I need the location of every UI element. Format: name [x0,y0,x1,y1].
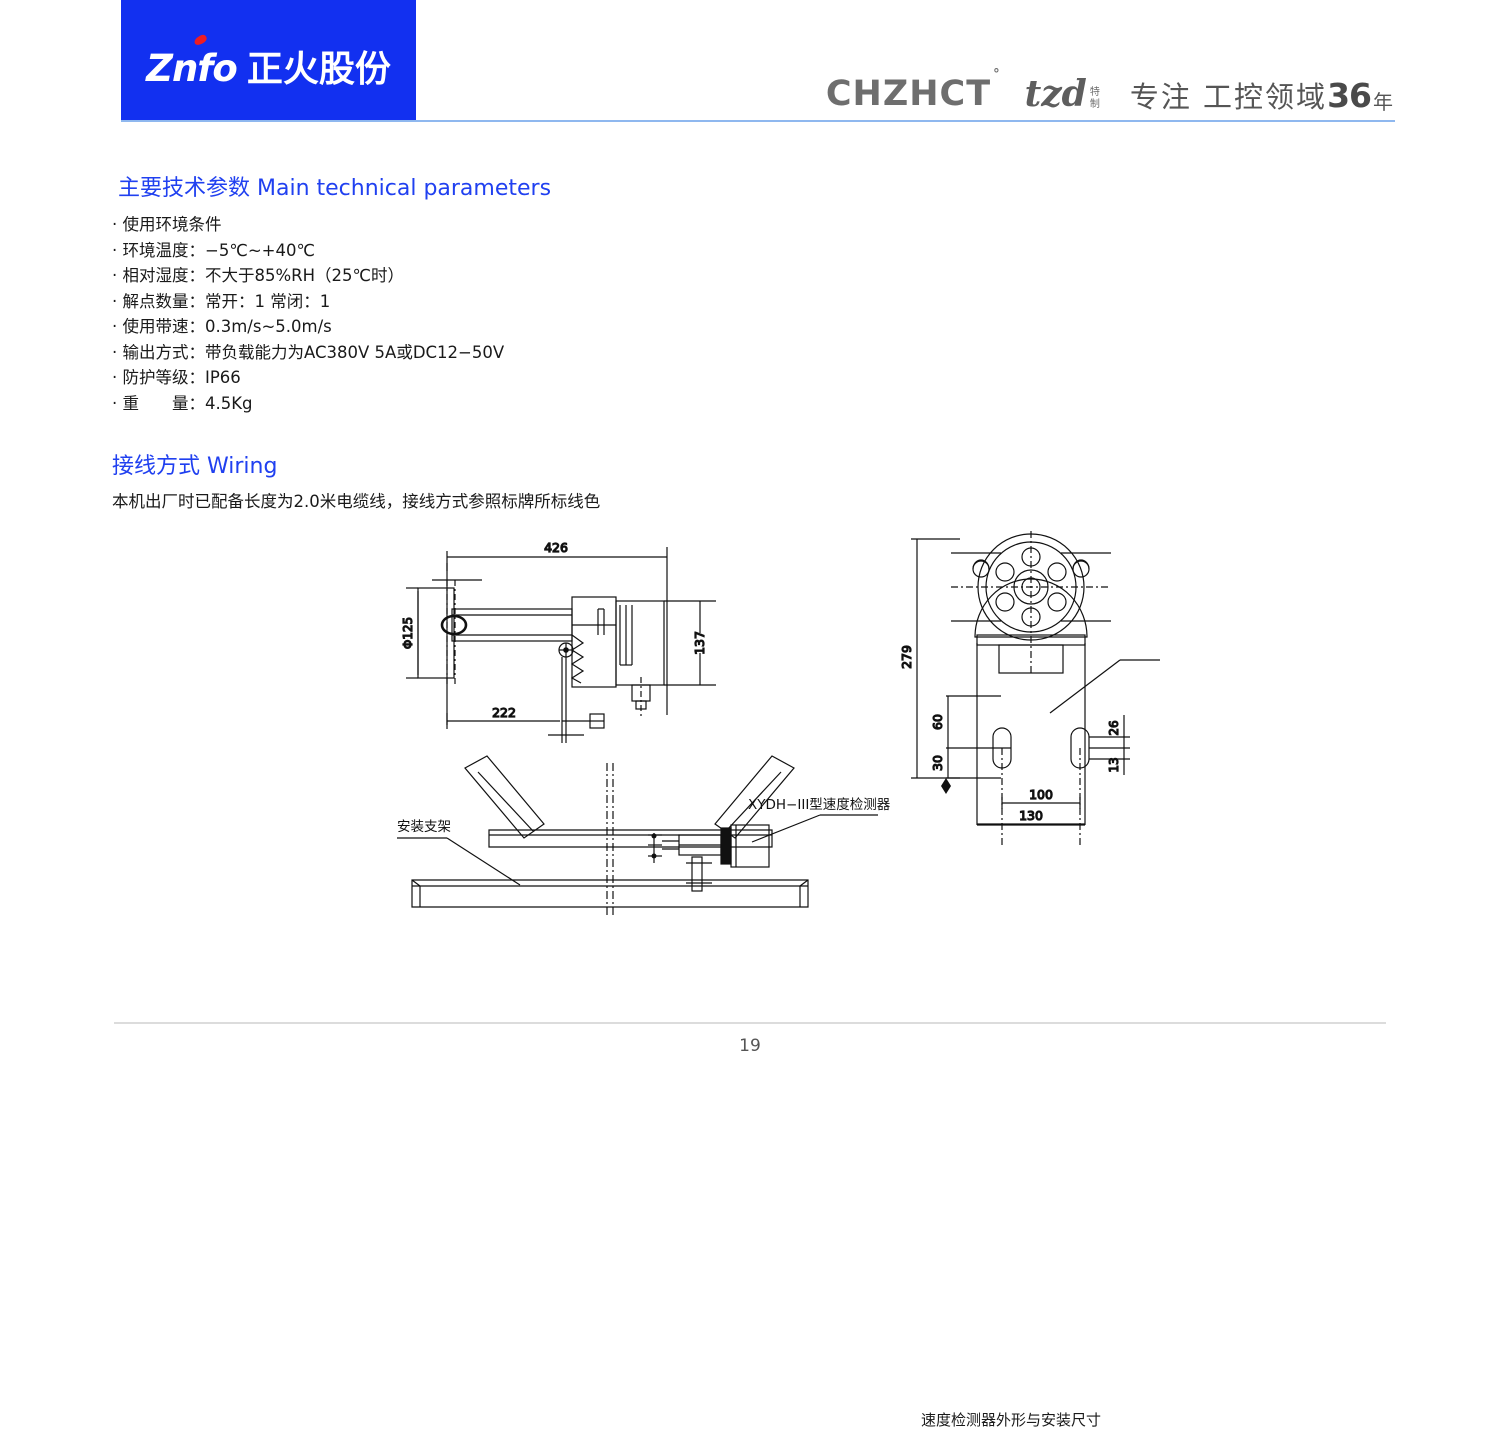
section-heading-parameters: 主要技术参数 Main technical parameters [118,176,552,201]
dim-60-label: 60 [930,714,945,730]
brand-slogan-unit: 年 [1373,90,1395,114]
brand-tezhi-top: 特 [1089,87,1100,98]
logo-chinese-text: 正火股份 [246,49,391,90]
parameter-item: · 输出方式：带负载能力为AC380V 5A或DC12−50V [112,342,505,362]
brand-chzhct-text: CHZHCT [825,74,992,114]
brand-tzd: tzd [1024,73,1087,115]
brand-slogan-number: 36 [1327,76,1372,115]
parameter-item: · 解点数量：常开：1 常闭：1 [112,291,331,311]
section-heading-wiring: 接线方式 Wiring [112,454,278,479]
brand-tezhi-stack: 特 制 [1090,87,1100,110]
wiring-note: 本机出厂时已配备长度为2.0米电缆线，接线方式参照标牌所标线色 [112,492,601,511]
company-logo: Znfo 正火股份 [121,0,416,120]
brand-chzhct: CHZHCT° [825,68,1000,114]
parameter-item: · 防护等级：IP66 [112,368,241,387]
brand-slogan-text: 专注 工控领域 [1129,80,1328,114]
brand-lockup: CHZHCT° tzd 特 制 专注 工控领域 36 年 [826,56,1395,112]
logo-latin-text: Znfo [146,47,238,90]
label-mounting-bracket: 安装支架 [397,819,451,835]
brand-degree-mark: ° [993,67,1001,83]
parameter-item: · 使用带速：0.3m/s~5.0m/s [112,317,332,336]
parameter-item: · 环境温度：−5℃~+40℃ [112,240,316,260]
dim-130-label: 130 [1019,808,1043,823]
drawings-svg: 426 Φ125 [397,531,1160,915]
logo-accent-mark [193,33,209,47]
technical-drawings: 426 Φ125 [0,525,1500,1429]
assembly-view-drawing [397,755,878,915]
brand-tezhi-bottom: 制 [1089,98,1100,110]
parameter-item: · 相对湿度：不大于85%RH（25℃时） [112,266,405,285]
dim-100-label: 100 [1029,787,1053,802]
dim-phi125-label: Φ125 [401,617,415,649]
left-side-view-drawing: 426 Φ125 [400,539,716,743]
right-front-view-drawing: 279 [898,531,1160,845]
company-logo-box: Znfo 正火股份 [121,0,416,120]
dim-426-label: 426 [544,540,568,555]
dim-137-label: 137 [692,631,707,655]
brand-slogan: 专注 工控领域 36 年 [1130,79,1395,112]
parameter-list: · 使用环境条件 · 环境温度：−5℃~+40℃ · 相对湿度：不大于85%RH… [112,212,812,416]
dim-26-label: 26 [1107,720,1121,735]
parameter-item: · 使用环境条件 [112,215,222,234]
label-speed-detector: XYDH−III型速度检测器 [748,797,891,813]
right-drawing-caption: 速度检测器外形与安装尺寸 [921,1411,1102,1429]
dim-30-label: 30 [930,755,945,771]
dim-13-label: 13 [1107,757,1121,772]
header-divider [121,120,1395,122]
footer-divider [114,1022,1386,1024]
dim-222-label: 222 [492,705,516,720]
parameter-item: · 重 量：4.5Kg [112,393,253,413]
dim-279-label: 279 [899,645,914,669]
page-header: Znfo 正火股份 CHZHCT° tzd 特 制 专注 工控领域 36 年 [0,0,1500,132]
page-number: 19 [739,1036,761,1056]
